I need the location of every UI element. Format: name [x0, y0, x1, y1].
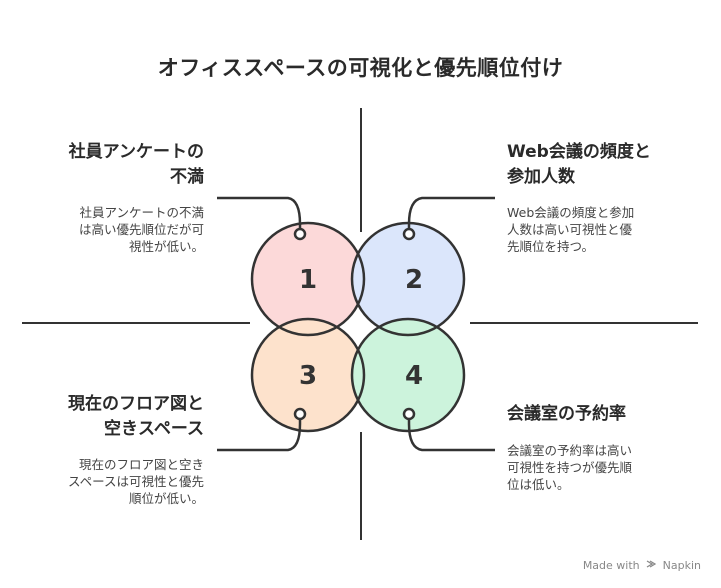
circle-1-fill: [252, 223, 364, 335]
item-2-heading-line2: 参加人数: [507, 167, 575, 187]
item-4-heading-line1: 会議室の予約率: [507, 404, 626, 424]
connector-1-dot: [293, 227, 307, 241]
item-3-desc-line1: 現在のフロア図と空き: [78, 457, 204, 472]
item-1-heading-line2: 不満: [170, 167, 204, 187]
item-3-heading-line2: 空きスペース: [104, 419, 204, 439]
circle-2-number: 2: [405, 265, 423, 295]
item-4-heading: 会議室の予約率: [507, 402, 626, 427]
item-4-desc-line1: 会議室の予約率は高い: [507, 443, 633, 458]
connector-1: [217, 196, 302, 232]
item-2-desc-line1: Web会議の頻度と参加: [507, 205, 635, 220]
item-2-description: Web会議の頻度と参加 人数は高い可視性と優 先順位を持つ。: [507, 204, 634, 255]
connector-2: [407, 196, 495, 232]
item-1-description: 社員アンケートの不満 は高い優先順位だが可 視性が低い。: [79, 204, 204, 255]
connector-3: [217, 417, 302, 452]
circle-4-number: 4: [405, 361, 423, 391]
item-3-heading: 現在のフロア図と 空きスペース: [68, 392, 204, 442]
item-2-heading-line1: Web会議の頻度と: [507, 142, 651, 162]
item-1-desc-line3: 視性が低い。: [128, 239, 204, 254]
napkin-logo-icon: [646, 559, 657, 572]
connector-3-dot: [293, 407, 307, 421]
item-1-desc-line1: 社員アンケートの不満: [79, 205, 204, 220]
made-with-text: Made with: [582, 559, 640, 572]
circle-3-outline: [250, 317, 366, 433]
brand-text: Napkin: [662, 559, 701, 572]
item-4-desc-line3: 位は低い。: [507, 477, 570, 492]
circle-1-outline: [250, 221, 366, 337]
item-2-desc-line3: 先順位を持つ。: [507, 239, 595, 254]
circle-3-fill: [252, 319, 364, 431]
connector-2-dot: [402, 227, 416, 241]
item-4-description: 会議室の予約率は高い 可視性を持つが優先順 位は低い。: [507, 442, 632, 493]
item-4-desc-line2: 可視性を持つが優先順: [507, 460, 633, 475]
item-3-desc-line3: 順位が低い。: [128, 491, 204, 506]
circle-2-fill: [352, 223, 464, 335]
item-1-desc-line2: は高い優先順位だが可: [78, 222, 204, 237]
item-1-heading: 社員アンケートの 不満: [69, 140, 204, 190]
item-2-heading: Web会議の頻度と 参加人数: [507, 140, 651, 190]
item-1-heading-line1: 社員アンケートの: [68, 142, 204, 162]
item-3-heading-line1: 現在のフロア図と: [68, 394, 204, 414]
item-3-desc-line2: スペースは可視性と優先: [67, 474, 204, 489]
connector-4: [407, 417, 495, 452]
footer-watermark: Made with Napkin: [583, 559, 701, 572]
connector-4-dot: [402, 407, 416, 421]
item-3-description: 現在のフロア図と空き スペースは可視性と優先 順位が低い。: [68, 456, 204, 507]
circle-1-number: 1: [299, 265, 317, 295]
circle-4-outline: [350, 317, 466, 433]
item-2-desc-line2: 人数は高い可視性と優: [507, 222, 633, 237]
circle-4-fill: [352, 319, 464, 431]
page-title: オフィススペースの可視化と優先順位付け: [157, 56, 564, 80]
circle-3-number: 3: [299, 361, 317, 391]
